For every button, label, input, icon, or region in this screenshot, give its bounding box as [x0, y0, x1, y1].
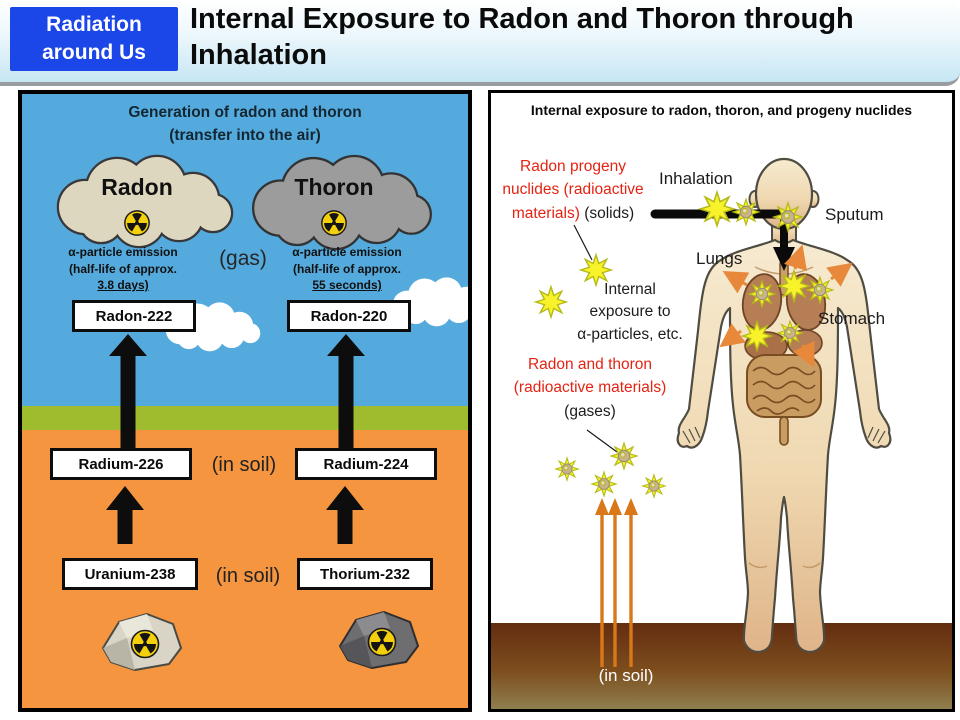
soil-gas-arrows: [595, 498, 638, 667]
grass-strip: [22, 406, 468, 430]
gases-pointer-line: [586, 429, 618, 453]
thorium-rock: [339, 611, 419, 669]
radon-progeny-label: Radon progeny nuclides (radioactive mate…: [502, 158, 644, 222]
page-title: Internal Exposure to Radon and Thoron th…: [190, 3, 854, 71]
exposure-panel: Internal exposure to radon, thoron, and …: [488, 90, 955, 712]
progeny-pointer-line: [573, 224, 593, 261]
soil-layer: [491, 623, 952, 709]
right-panel-title: Internal exposure to radon, thoron, and …: [530, 102, 913, 118]
in-soil-label-right: (in soil): [598, 666, 654, 685]
thoron-emission-note: α-particle emission (half-life of approx…: [292, 245, 402, 293]
internal-exposure-label: Internal exposure to α-particles, etc.: [577, 281, 683, 343]
nuclide-box-uranium-238: Uranium-238: [62, 558, 198, 590]
thoron-cloud-shape: [254, 157, 429, 248]
radon-thoron-gases-label: Radon and thoron (radioactive materials)…: [513, 356, 667, 420]
lungs-label: Lungs: [696, 249, 743, 268]
radiation-trefoil-icon: [124, 210, 150, 236]
in-soil-label-lower: (in soil): [215, 565, 281, 587]
inhalation-label: Inhalation: [659, 169, 733, 188]
sputum-label: Sputum: [825, 205, 884, 224]
generation-panel: Generation of radon and thoron (transfer…: [18, 90, 472, 712]
uranium-rock: [102, 613, 182, 671]
generation-illustration: [22, 94, 468, 671]
thoron-cloud-label: Thoron: [294, 174, 374, 200]
finger-lines: [682, 426, 886, 444]
decay-up-arrows: [106, 334, 365, 544]
nuclide-box-thorium-232: Thorium-232: [297, 558, 433, 590]
nuclide-box-radon-222: Radon-222: [72, 300, 196, 332]
series-badge: Radiation around Us: [10, 7, 178, 71]
radon-emission-note: α-particle emission (half-life of approx…: [68, 245, 178, 293]
stomach-label: Stomach: [818, 309, 886, 328]
alpha-emission-arrows: [719, 244, 853, 368]
in-soil-label-upper: (in soil): [211, 454, 277, 476]
radon-cloud-label: Radon: [101, 174, 173, 200]
radiation-trefoil-icon: [321, 210, 347, 236]
nuclide-box-radium-224: Radium-224: [295, 448, 437, 480]
left-panel-title: Generation of radon and thoron (transfer…: [128, 104, 362, 145]
gas-label: (gas): [219, 247, 267, 270]
exposure-illustration: [491, 157, 952, 709]
nuclide-box-radium-226: Radium-226: [50, 448, 192, 480]
nuclide-box-radon-220: Radon-220: [287, 300, 411, 332]
